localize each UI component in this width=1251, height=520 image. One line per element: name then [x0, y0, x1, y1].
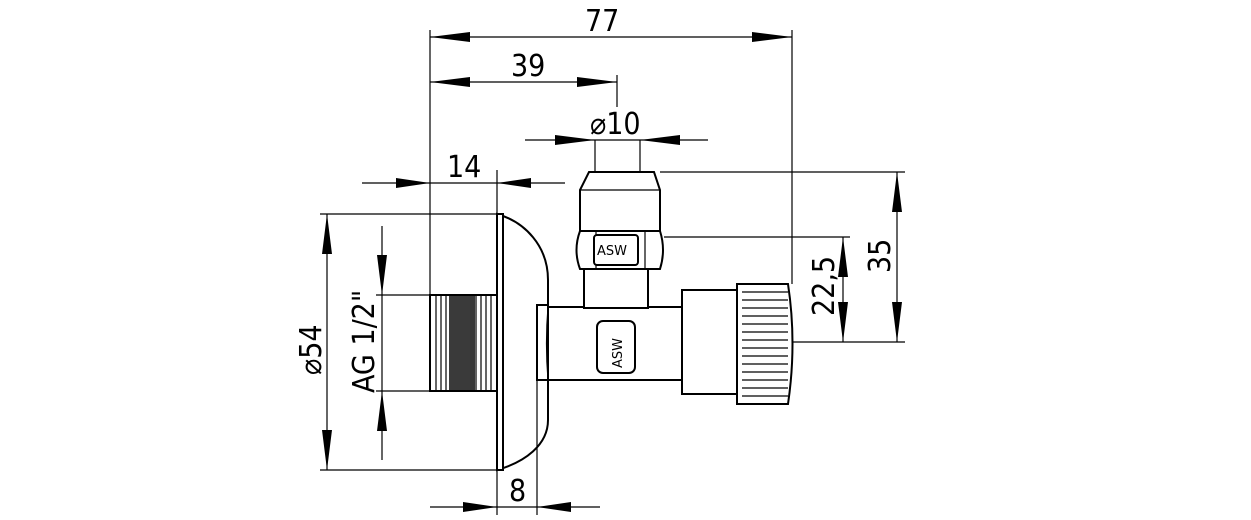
dim-39-label: 39	[511, 49, 545, 84]
dim-14-label: 14	[447, 150, 481, 185]
handle-knob	[736, 283, 794, 405]
hex-nut: ASW	[575, 230, 664, 270]
dim-14: 14	[362, 150, 565, 188]
dim-77: 77	[430, 4, 792, 42]
nut-brand-label: ASW	[597, 244, 627, 259]
dim-d54-label: ⌀54	[294, 324, 329, 375]
body-brand-badge: ASW	[596, 320, 636, 374]
dim-35-label: 35	[863, 239, 898, 273]
dim-8: 8	[430, 474, 600, 512]
body-brand-label: ASW	[611, 338, 626, 368]
dim-22-5-label: 22,5	[807, 256, 842, 316]
dim-39: 39	[430, 49, 617, 87]
dim-thread: AG 1/2"	[347, 226, 387, 460]
dim-d54: ⌀54	[294, 214, 332, 470]
rosette-dome	[496, 212, 549, 472]
dim-thread-label: AG 1/2"	[347, 290, 382, 393]
handle-shaft	[681, 289, 738, 395]
dim-35: 35	[863, 172, 902, 342]
outlet-neck	[583, 267, 649, 309]
extension-lines	[320, 30, 905, 515]
dim-8-label: 8	[509, 474, 526, 509]
dim-22-5: 22,5	[807, 237, 848, 342]
compression-cap	[579, 171, 661, 232]
dim-77-label: 77	[585, 4, 619, 39]
dim-d10-label: ⌀10	[590, 107, 641, 142]
threaded-tail	[429, 294, 498, 392]
dim-d10: ⌀10	[525, 107, 708, 145]
